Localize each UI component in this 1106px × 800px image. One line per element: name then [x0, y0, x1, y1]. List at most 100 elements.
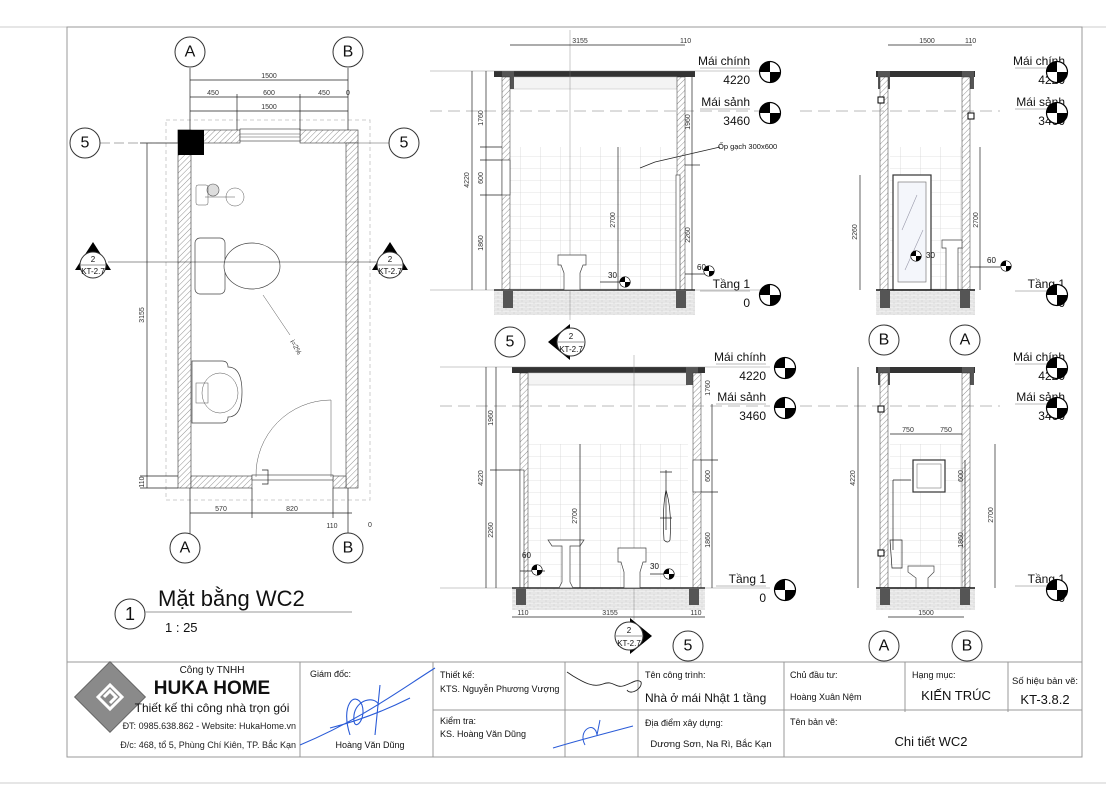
- door-elevation: [519, 469, 525, 589]
- level-marker-floor1: Tầng 10: [700, 277, 782, 310]
- level-icon: [1045, 283, 1069, 307]
- dim-window: 600: [705, 470, 712, 482]
- shower-elevation: [889, 479, 911, 569]
- dim-sill: 1860: [478, 235, 485, 251]
- wall-bottom-left: [190, 475, 253, 489]
- project-name: Nhà ở mái Nhật 1 tầng: [645, 691, 766, 705]
- section-marker-right: 2 KT-2.7: [372, 242, 408, 279]
- dim-inner-width: 1500: [261, 104, 277, 111]
- company-contact: ĐT: 0985.638.862 - Website: HukaHome.vn: [123, 721, 296, 731]
- level-icon: [703, 265, 715, 277]
- dim-seg4: 0: [346, 90, 350, 97]
- level-marker-floor1: Tầng 10: [1015, 572, 1069, 605]
- dim-total-width: 1500: [261, 73, 277, 80]
- level-icon: [1000, 260, 1012, 272]
- level-icon: [1045, 356, 1069, 380]
- level-value: 3460: [739, 409, 766, 423]
- dim-door: 2260: [685, 227, 692, 243]
- view-number-bubble: [114, 598, 146, 630]
- dim-sill: 1860: [705, 532, 712, 548]
- window-elevation: [692, 459, 702, 493]
- grid-a-top: A: [185, 44, 196, 61]
- dim-half-right: 750: [940, 427, 952, 434]
- section-marker-elev1: 2 KT-2.7: [548, 324, 586, 360]
- company-logo: [73, 660, 147, 734]
- level-name: Mái sảnh: [717, 390, 766, 404]
- dim-width: 3155: [602, 610, 618, 617]
- wall-top-right: [299, 129, 359, 144]
- level-icon: [1045, 578, 1069, 602]
- section-number: 2: [627, 626, 632, 635]
- shower-elevation: [660, 470, 672, 543]
- dim-window: 600: [958, 470, 965, 482]
- section-number: 2: [388, 255, 393, 264]
- section-number: 2: [91, 255, 96, 264]
- slope-arrow: [262, 294, 291, 336]
- level-value: 3460: [723, 114, 750, 128]
- level-icon: [910, 250, 922, 262]
- dim-bottom-seg3: 110: [326, 523, 337, 530]
- elevation-3: 1500 110 2260 2700 30 60: [800, 38, 1012, 315]
- grid-5-elev1: 5: [506, 334, 515, 351]
- view-title: Mặt bằng WC2: [158, 586, 305, 611]
- grid-b-top: B: [343, 44, 354, 61]
- window-elevation: [912, 459, 946, 493]
- column: [178, 130, 204, 155]
- dim-upper: 1760: [478, 110, 485, 126]
- dim-window: 600: [478, 172, 485, 184]
- drawing-name-label: Tên bản vẽ:: [790, 717, 838, 727]
- dim-tile-height: 2700: [610, 212, 617, 228]
- dim-total-height: 4220: [850, 470, 857, 486]
- level-value: 0: [759, 591, 766, 605]
- dim-width: 3155: [572, 38, 588, 45]
- door-elevation: [675, 174, 681, 291]
- sink-plan: [191, 360, 243, 424]
- dim-door: 2260: [488, 522, 495, 538]
- level-name: Mái chính: [698, 54, 750, 68]
- offset-30: 30: [608, 271, 617, 280]
- dim-width: 1500: [919, 38, 935, 45]
- owner-name: Hoàng Xuân Nệm: [790, 692, 862, 702]
- company-slogan: Thiết kế thi công nhà trọn gói: [135, 701, 290, 715]
- location-label: Địa điểm xây dựng:: [645, 718, 723, 728]
- dim-width: 1500: [918, 610, 934, 617]
- company-type: Công ty TNHH: [180, 665, 245, 676]
- sheet-number: KT-3.8.2: [1020, 692, 1069, 707]
- owner-label: Chủ đầu tư:: [790, 670, 838, 680]
- grid-b-bottom: B: [343, 540, 354, 557]
- director-name: Hoàng Văn Dũng: [335, 740, 404, 750]
- dim-wall: 110: [965, 38, 976, 45]
- dim-total-height: 4220: [464, 172, 471, 188]
- section-markers: 2 KT-2.7 2 KT-2.7 2 KT-2.7 2 KT-2.7: [75, 242, 652, 654]
- section-marker-left: 2 KT-2.7: [75, 242, 111, 279]
- dim-seg2: 600: [263, 90, 275, 97]
- door-plan: [251, 474, 334, 481]
- wall-tiles: [528, 444, 688, 588]
- toilet-bowl: [223, 242, 281, 290]
- grid-bubbles: A B A B 5 5 5 5 B A A B: [69, 36, 983, 662]
- toilet-elevation: [617, 547, 647, 589]
- section-sheet: KT-2.7: [378, 267, 402, 276]
- offset-60: 60: [522, 551, 531, 560]
- level-icon: [1045, 101, 1069, 125]
- director-signature: [299, 667, 436, 746]
- section-marker-elev2: 2 KT-2.7: [614, 618, 652, 654]
- offset-30: 30: [926, 251, 935, 260]
- toilet-elevation: [557, 254, 587, 291]
- dim-tile-height: 2700: [988, 507, 995, 523]
- company-address: Đ/c: 468, tổ 5, Phùng Chí Kiên, TP. Bắc …: [120, 740, 296, 750]
- section-sheet: KT-2.7: [81, 267, 105, 276]
- category: KIẾN TRÚC: [921, 688, 991, 703]
- director-label: Giám đốc:: [310, 669, 351, 679]
- section-sheet: KT-2.7: [559, 345, 583, 354]
- sink-elevation: [547, 539, 585, 589]
- title-block: Công ty TNHH HUKA HOME Thiết kế thi công…: [66, 660, 1083, 758]
- section-sheet: KT-2.7: [617, 639, 641, 648]
- level-icon: [773, 356, 797, 380]
- dim-length: 3155: [139, 307, 146, 323]
- dim-seg1: 450: [207, 90, 219, 97]
- window-elevation: [501, 159, 511, 196]
